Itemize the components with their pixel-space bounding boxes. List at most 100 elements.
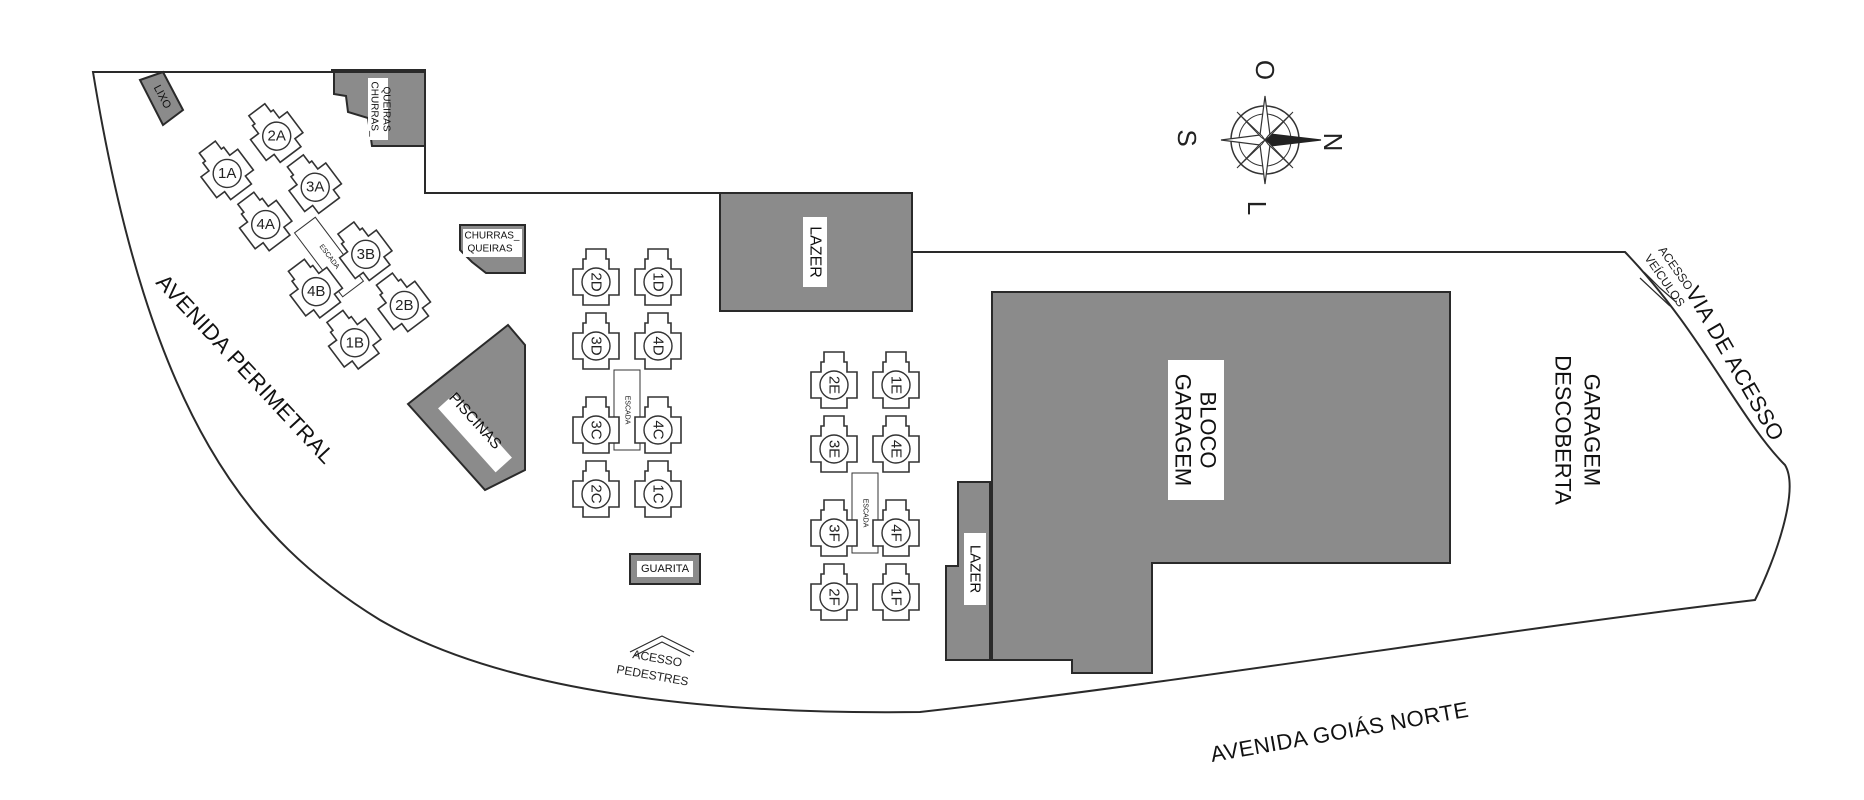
lazer-top-building: LAZER xyxy=(719,192,913,312)
unit-label: 3C xyxy=(588,420,605,439)
lazer-bottom-label: LAZER xyxy=(967,545,984,594)
apartment-unit: 4A xyxy=(236,191,294,252)
unit-marker xyxy=(881,434,911,464)
unit-label: 4E xyxy=(888,440,905,458)
lazer-top-label: LAZER xyxy=(807,226,824,278)
unit-label: 4F xyxy=(888,524,905,542)
lazer-bottom-building: LAZER xyxy=(945,481,991,661)
via-de-acesso-label: VIA DE ACESSO xyxy=(1681,282,1790,445)
unit-label: 1B xyxy=(346,334,364,351)
unit-label: 2A xyxy=(268,128,286,145)
guarita-building: GUARITA xyxy=(629,553,701,585)
apartment-unit: 3A xyxy=(286,153,343,215)
unit-marker xyxy=(581,479,611,509)
lixo-building: LIXO xyxy=(138,70,185,127)
avenida-goias-norte-label: AVENIDA GOIÁS NORTE xyxy=(1209,697,1471,767)
apartment-unit: 1B xyxy=(325,309,383,371)
unit-label: 3E xyxy=(826,440,843,458)
compass-south: S xyxy=(1172,129,1202,146)
unit-label: 4D xyxy=(650,336,667,355)
apartment-unit: 2D xyxy=(572,248,620,306)
unit-marker xyxy=(300,172,330,202)
unit-label: 2F xyxy=(826,588,843,606)
apartment-unit: 1D xyxy=(634,248,682,306)
unit-label: 2C xyxy=(588,484,605,503)
churrasqueiras-top-label-2: QUEIRAS xyxy=(381,86,392,131)
acesso-pedestres-marker: ACESSO PEDESTRES xyxy=(615,635,695,689)
bloco-garagem-label-1: BLOCO xyxy=(1196,391,1221,468)
apartment-unit: 4B xyxy=(287,258,344,319)
apartment-unit: 4E xyxy=(872,415,920,473)
unit-marker xyxy=(819,370,849,400)
unit-marker xyxy=(581,267,611,297)
apartment-unit: 1F xyxy=(872,563,920,621)
apartment-unit: 2A xyxy=(247,102,305,164)
churrasqueiras-top-label-1: CHURRAS_ xyxy=(369,81,380,136)
apartment-unit: 2C xyxy=(572,460,620,518)
unit-label: 1C xyxy=(650,484,667,503)
unit-marker xyxy=(881,370,911,400)
apartment-unit: 3B xyxy=(336,220,394,282)
garagem-descoberta-label-1: GARAGEM xyxy=(1580,374,1605,486)
unit-label: 4C xyxy=(650,420,667,439)
garagem-descoberta-area: GARAGEM DESCOBERTA xyxy=(1551,355,1605,505)
unit-marker xyxy=(581,331,611,361)
unit-label: 3B xyxy=(357,246,375,263)
apartment-unit: 1A xyxy=(198,139,255,201)
site-boundary xyxy=(91,69,1791,714)
unit-label: 1E xyxy=(888,376,905,394)
unit-marker xyxy=(301,276,331,307)
garagem-descoberta-label-2: DESCOBERTA xyxy=(1551,355,1576,505)
apartment-unit: 3D xyxy=(572,312,620,370)
compass-east: L xyxy=(1242,201,1272,215)
unit-marker xyxy=(389,290,419,321)
apartment-unit: 3E xyxy=(810,415,858,473)
unit-marker xyxy=(340,328,370,358)
apartment-unit: 3F xyxy=(810,499,858,557)
apartment-unit: 4C xyxy=(634,396,682,454)
stair-label: ESCADA xyxy=(862,499,869,528)
unit-marker xyxy=(643,479,673,509)
unit-label: 1A xyxy=(218,165,236,182)
tower-cd: 2D 1D 3D 4D ESCADA 3C 4C 2C 1C xyxy=(572,248,682,518)
unit-marker xyxy=(212,158,242,189)
unit-label: 4A xyxy=(257,216,275,233)
churrasqueiras-mid-building: CHURRAS_ QUEIRAS xyxy=(459,224,526,274)
stair-label: ESCADA xyxy=(624,396,631,425)
unit-label: 3D xyxy=(588,336,605,355)
unit-marker xyxy=(881,518,911,548)
guarita-label: GUARITA xyxy=(641,563,690,575)
apartment-unit: 2B xyxy=(375,271,432,333)
unit-marker xyxy=(819,434,849,464)
apartment-unit: 2E xyxy=(810,351,858,409)
stair-core xyxy=(293,216,365,298)
unit-marker xyxy=(881,582,911,612)
unit-marker xyxy=(351,239,381,270)
churrasqueiras-mid-label-1: CHURRAS_ xyxy=(464,231,519,242)
apartment-unit: 1E xyxy=(872,351,920,409)
apartment-unit: 1C xyxy=(634,460,682,518)
unit-marker xyxy=(581,415,611,445)
tower-ef: 2E 1E 3E 4E ESCADA 3F 4F 2F 1F xyxy=(810,351,920,621)
apartment-unit: 2F xyxy=(810,563,858,621)
compass-north: N xyxy=(1318,133,1348,152)
bloco-garagem-building: BLOCO GARAGEM xyxy=(991,291,1451,674)
churrasqueiras-mid-label-2: QUEIRAS xyxy=(467,244,512,255)
unit-label: 1F xyxy=(888,588,905,606)
acesso-veiculos-marker: ACESSO VEÍCULOS xyxy=(1639,244,1696,309)
unit-marker xyxy=(251,209,281,240)
unit-label: 4B xyxy=(307,283,325,300)
unit-label: 3A xyxy=(306,179,324,196)
unit-marker xyxy=(643,267,673,297)
unit-marker xyxy=(819,518,849,548)
churrasqueiras-top-building: CHURRAS_ QUEIRAS xyxy=(333,71,426,147)
unit-label: 2D xyxy=(588,272,605,291)
piscinas-building: PISCINAS xyxy=(406,323,526,492)
compass-rose: O S N L xyxy=(1172,60,1348,215)
unit-marker xyxy=(819,582,849,612)
unit-label: 3F xyxy=(826,524,843,542)
bloco-garagem-label-2: GARAGEM xyxy=(1171,374,1196,486)
compass-west: O xyxy=(1250,60,1280,80)
